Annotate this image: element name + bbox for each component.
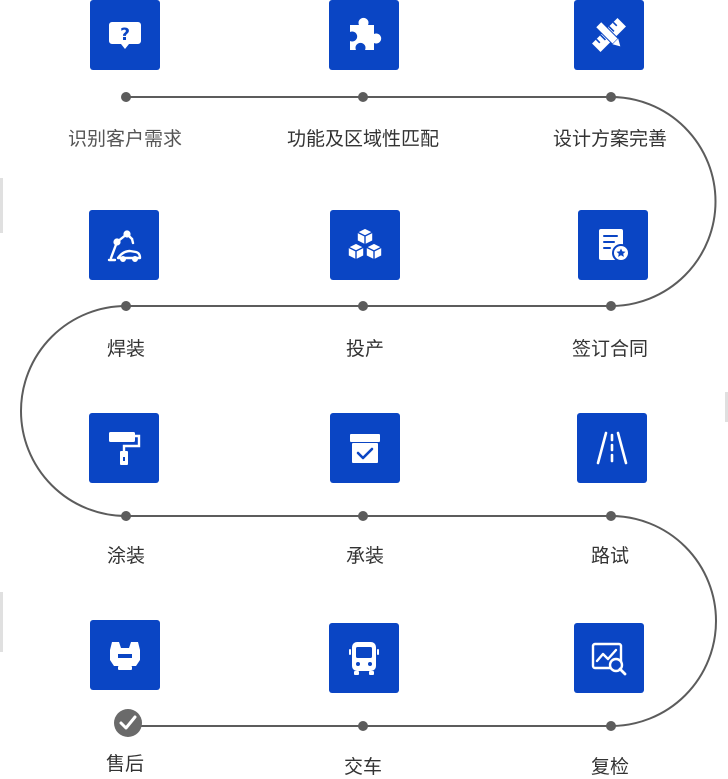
welding-robot-icon [107, 230, 142, 263]
path-node [358, 511, 368, 521]
bus-icon [349, 642, 379, 675]
path-node [358, 721, 368, 731]
step-label-welding: 焊装 [106, 338, 145, 360]
path-node [606, 511, 616, 521]
step-label-identify: 识别客户需求 [67, 128, 182, 150]
step-label-after-sales: 售后 [105, 753, 144, 775]
step-tile-painting[interactable] [89, 413, 159, 483]
wrench-icon [110, 642, 140, 670]
box-check-icon [350, 434, 380, 463]
step-label-contract: 签订合同 [571, 338, 648, 360]
cubes-icon [347, 227, 383, 261]
step-tile-design[interactable] [574, 0, 644, 70]
paint-roller-icon [109, 432, 141, 465]
edge-mark-left-2 [0, 592, 3, 652]
step-tile-after-sales[interactable] [90, 620, 160, 690]
step-tile-identify[interactable]: ? [90, 0, 160, 70]
step-label-reinspection: 复检 [590, 756, 629, 778]
step-tile-welding[interactable] [89, 210, 159, 280]
edge-mark-right [725, 392, 728, 422]
path-node [358, 301, 368, 311]
pencil-ruler-icon [592, 18, 626, 52]
path-node [358, 92, 368, 102]
serpentine-path [20, 96, 717, 727]
step-tile-road-test[interactable] [577, 413, 647, 483]
puzzle-icon [350, 17, 382, 51]
step-label-assembly: 承装 [345, 545, 384, 567]
step-label-design: 设计方案完善 [552, 128, 667, 150]
step-tile-delivery[interactable] [329, 623, 399, 693]
path-node [606, 92, 616, 102]
path-node [606, 301, 616, 311]
step-tile-reinspection[interactable] [574, 623, 644, 693]
step-label-painting: 涂装 [106, 545, 145, 567]
step-label-production: 投产 [345, 338, 384, 360]
chart-inspect-icon [591, 642, 627, 676]
step-tile-production[interactable] [330, 210, 400, 280]
step-tile-matching[interactable] [329, 0, 399, 70]
contract-document-icon [599, 229, 630, 262]
path-node [121, 301, 131, 311]
path-node [121, 511, 131, 521]
path-node [606, 721, 616, 731]
step-tile-contract[interactable] [578, 210, 648, 280]
svg-text:?: ? [120, 25, 130, 45]
road-icon [596, 431, 628, 465]
step-label-matching: 功能及区域性匹配 [286, 128, 439, 150]
completed-check-icon [114, 709, 142, 737]
question-chat-icon: ? [109, 22, 141, 49]
step-label-road-test: 路试 [590, 545, 629, 567]
step-tile-assembly[interactable] [330, 413, 400, 483]
step-label-delivery: 交车 [343, 756, 382, 778]
path-node [121, 92, 131, 102]
edge-mark-left-1 [0, 178, 3, 233]
